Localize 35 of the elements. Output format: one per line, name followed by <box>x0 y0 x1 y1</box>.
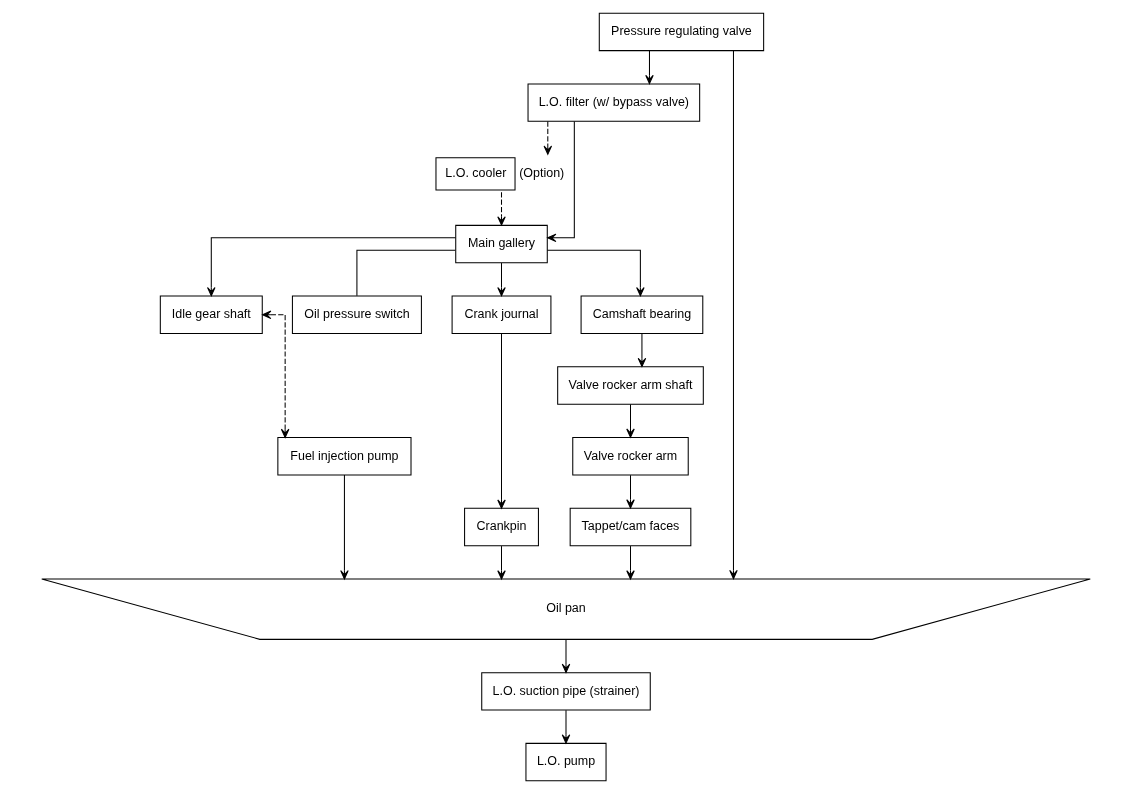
arrow <box>625 474 635 509</box>
node-box: Crankpin <box>463 507 539 546</box>
node-box: Crank journal <box>451 295 551 334</box>
arrow <box>543 120 552 155</box>
node-box: Valve rocker arm shaft <box>556 365 704 405</box>
arrow <box>561 709 570 744</box>
node-box: L.O. filter (w/ bypass valve) <box>527 82 700 122</box>
node-box: Tappet/cam faces <box>569 507 691 546</box>
node-label: (Option) <box>518 165 564 180</box>
arrow <box>728 49 738 579</box>
arrow <box>339 474 349 579</box>
arrow <box>261 310 289 438</box>
arrow <box>496 332 506 509</box>
arrow <box>546 249 645 296</box>
arrow <box>496 545 506 579</box>
node-box: Valve rocker arm <box>571 436 689 476</box>
node-box: Pressure regulating valve <box>598 12 764 51</box>
node-box: Main gallery <box>454 224 548 263</box>
arrow <box>625 403 635 438</box>
arrow <box>561 638 570 673</box>
arrow <box>625 545 635 579</box>
node-box: L.O. pump <box>524 742 607 781</box>
arrow <box>496 191 506 226</box>
arrow <box>546 120 575 242</box>
arrow <box>206 236 456 296</box>
arrow <box>496 262 506 296</box>
node-box: Idle gear shaft <box>159 295 263 334</box>
node-box: Camshaft bearing <box>580 295 703 334</box>
connector <box>355 249 456 296</box>
node-box: L.O. suction pipe (strainer) <box>480 671 651 711</box>
arrow <box>637 332 646 367</box>
node-box: Fuel injection pump <box>276 436 412 476</box>
node-box: L.O. cooler <box>434 156 516 190</box>
node-box: Oil pressure switch <box>291 295 422 334</box>
arrow <box>644 49 654 84</box>
